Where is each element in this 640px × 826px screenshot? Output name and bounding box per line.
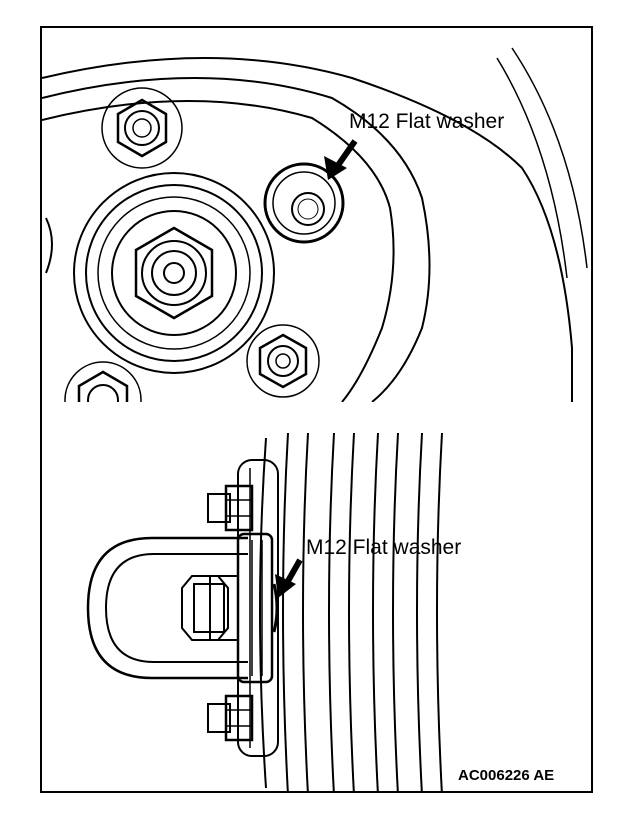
arrow-top bbox=[324, 139, 358, 180]
crankshaft-pulley bbox=[237, 432, 443, 791]
top-callout-label: M12 Flat washer bbox=[349, 110, 505, 133]
flat-washer-side bbox=[272, 583, 279, 633]
arrow-bottom bbox=[275, 558, 303, 598]
flat-washer-top bbox=[263, 162, 345, 244]
nut-lower-left bbox=[64, 361, 142, 402]
bolt-lower bbox=[207, 694, 254, 742]
bottom-callout-label: M12 Flat washer bbox=[306, 536, 462, 559]
holder-tool bbox=[86, 532, 274, 684]
nut-lower-right bbox=[246, 324, 320, 398]
nut-upper-left bbox=[101, 87, 183, 169]
pulley-hub bbox=[73, 172, 275, 374]
figure-code: AC006226 AE bbox=[458, 767, 555, 784]
bolt-upper bbox=[207, 484, 254, 532]
top-pulley-view bbox=[42, 47, 588, 791]
bottom-pulley-view bbox=[86, 432, 443, 791]
illustration-frame: M12 Flat washer M12 Flat washer AC006226… bbox=[40, 26, 593, 793]
